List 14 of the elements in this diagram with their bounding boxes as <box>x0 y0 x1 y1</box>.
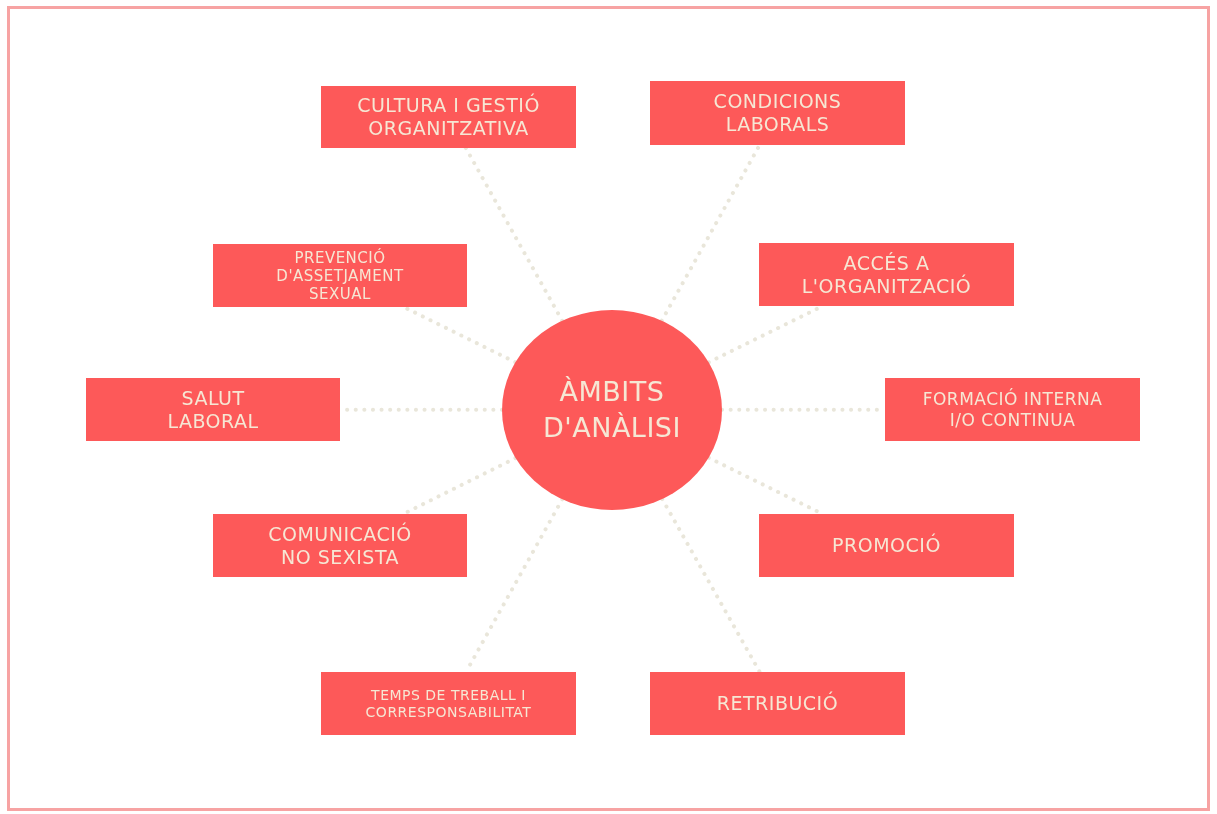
topic-box: COMUNICACIÓ NO SEXISTA <box>213 514 467 577</box>
topic-box: CULTURA I GESTIÓ ORGANITZATIVA <box>321 86 576 148</box>
dotted-connector <box>660 497 762 674</box>
dotted-connector <box>659 143 762 323</box>
topic-box: PROMOCIÓ <box>759 514 1014 577</box>
topic-box: CONDICIONS LABORALS <box>650 81 905 145</box>
topic-box: PREVENCIÓ D'ASSETJAMENT SEXUAL <box>213 244 467 307</box>
topic-box: ACCÉS A L'ORGANITZACIÓ <box>759 243 1014 306</box>
topic-box: SALUT LABORAL <box>86 378 340 441</box>
topic-box: TEMPS DE TREBALL I CORRESPONSABILITAT <box>321 672 576 735</box>
dotted-connector <box>463 146 565 323</box>
central-circle: ÀMBITS D'ANÀLISI <box>502 310 722 510</box>
topic-box: RETRIBUCIÓ <box>650 672 905 735</box>
topic-box: FORMACIÓ INTERNA I/O CONTINUA <box>885 378 1140 441</box>
